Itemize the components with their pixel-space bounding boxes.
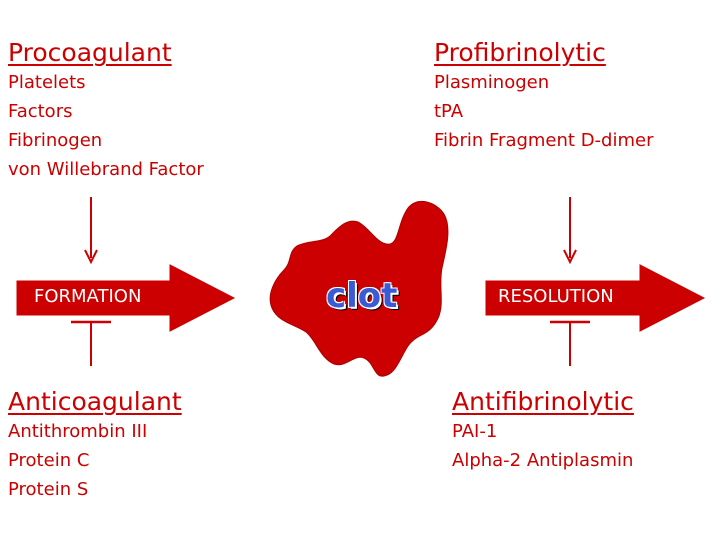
resolution-arrow bbox=[485, 264, 706, 332]
procoagulant-item: Factors bbox=[8, 101, 73, 122]
formation-label: FORMATION bbox=[34, 286, 142, 307]
procoagulant-item: von Willebrand Factor bbox=[8, 159, 204, 180]
procoagulant-group: Procoagulant Platelets Factors Fibrinoge… bbox=[8, 38, 204, 184]
anticoagulant-item: Protein C bbox=[8, 450, 90, 471]
profibrinolytic-title: Profibrinolytic bbox=[434, 38, 606, 67]
antifibrinolytic-item: PAI-1 bbox=[452, 421, 498, 442]
profibrinolytic-item: Fibrin Fragment D-dimer bbox=[434, 130, 654, 151]
clot-label: clot bbox=[326, 276, 398, 316]
anticoagulant-inhibit-bar bbox=[71, 320, 111, 366]
anticoagulant-group: Anticoagulant Antithrombin III Protein C… bbox=[8, 387, 182, 504]
antifibrinolytic-inhibit-bar bbox=[550, 320, 590, 366]
antifibrinolytic-item: Alpha-2 Antiplasmin bbox=[452, 450, 634, 471]
anticoagulant-title: Anticoagulant bbox=[8, 387, 182, 416]
procoagulant-item: Fibrinogen bbox=[8, 130, 103, 151]
antifibrinolytic-group: Antifibrinolytic PAI-1 Alpha-2 Antiplasm… bbox=[452, 387, 634, 475]
procoagulant-item: Platelets bbox=[8, 72, 86, 93]
profibrinolytic-stimulate-arrow bbox=[563, 197, 577, 265]
antifibrinolytic-title: Antifibrinolytic bbox=[452, 387, 634, 416]
procoagulant-stimulate-arrow bbox=[84, 197, 98, 265]
formation-arrow bbox=[16, 264, 236, 332]
profibrinolytic-item: tPA bbox=[434, 101, 464, 122]
profibrinolytic-group: Profibrinolytic Plasminogen tPA Fibrin F… bbox=[434, 38, 654, 155]
profibrinolytic-item: Plasminogen bbox=[434, 72, 550, 93]
clot-shape bbox=[269, 200, 449, 377]
procoagulant-title: Procoagulant bbox=[8, 38, 172, 67]
anticoagulant-item: Protein S bbox=[8, 479, 89, 500]
resolution-label: RESOLUTION bbox=[498, 286, 614, 307]
anticoagulant-item: Antithrombin III bbox=[8, 421, 148, 442]
